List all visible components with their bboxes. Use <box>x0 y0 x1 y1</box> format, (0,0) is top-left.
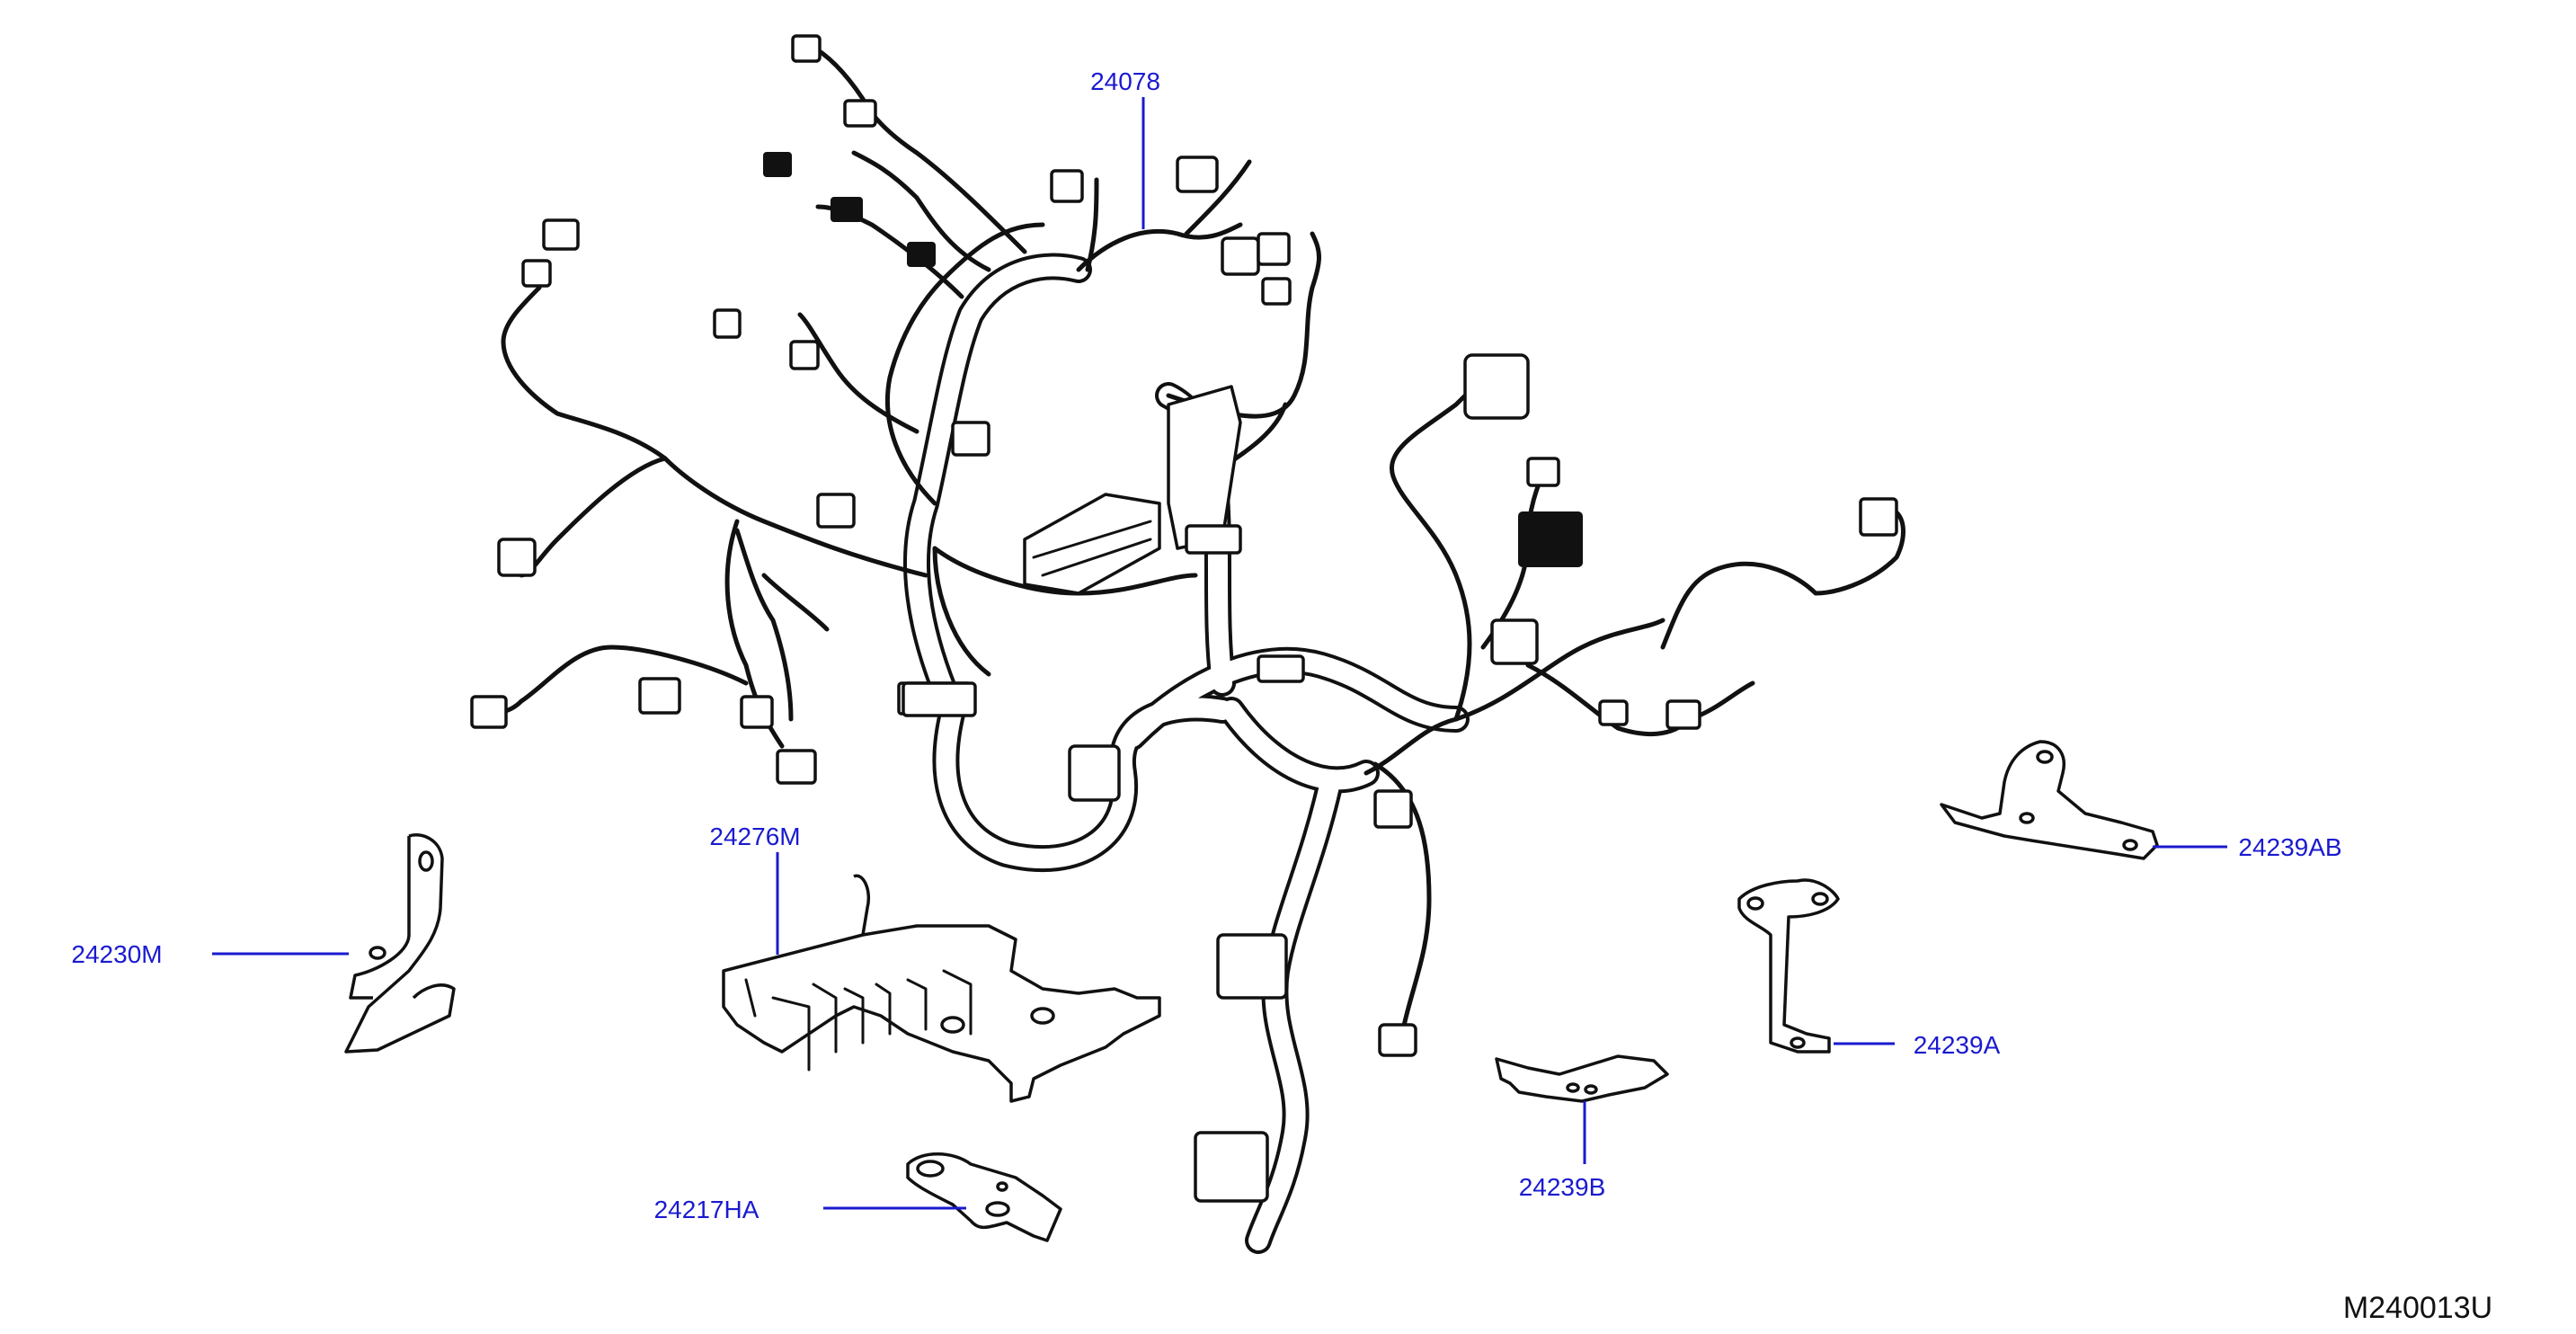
bracket-24217ha <box>906 1152 1062 1242</box>
callout-24239a: 24239A <box>1914 1031 2001 1059</box>
leader-lines <box>212 97 2227 1210</box>
callout-24078: 24078 <box>1090 67 1160 95</box>
bracket-24239b <box>1495 1054 1669 1103</box>
callout-labels: 24078 24276M 24230M 24217HA 24239B 24239… <box>71 67 2341 1223</box>
bracket-24230m <box>344 833 456 1054</box>
callout-24230m: 24230M <box>71 940 162 968</box>
bracket-24239ab <box>1940 740 2159 860</box>
callout-24217ha: 24217HA <box>654 1196 759 1223</box>
callout-24239ab: 24239AB <box>2238 833 2341 861</box>
protector-24276m <box>722 874 1161 1103</box>
callout-24239b: 24239B <box>1519 1173 1606 1201</box>
diagram-reference-number: M240013U <box>2343 1291 2492 1325</box>
bracket-24239a <box>1737 878 1840 1054</box>
callout-24276m: 24276M <box>709 823 800 850</box>
engine-harness <box>470 34 1905 1254</box>
